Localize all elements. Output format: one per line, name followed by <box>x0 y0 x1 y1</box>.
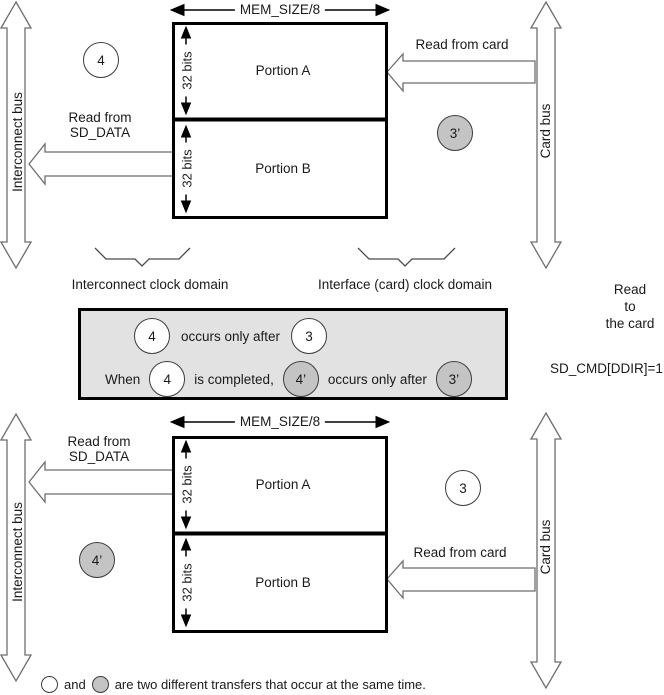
legend: and are two different transfers that occ… <box>41 676 426 693</box>
summary-row1-text: occurs only after <box>181 328 281 344</box>
read-from-card-label-top: Read from card <box>415 37 509 52</box>
transfer-badge-4-top: 4 <box>83 42 119 78</box>
legend-gray-circle-icon <box>91 676 109 693</box>
read-to-card-note-line2: to <box>624 299 636 314</box>
portion-b-label-bottom: Portion B <box>255 575 311 590</box>
card-bus-label-bottom: Card bus <box>538 519 553 575</box>
portion-b-label-top: Portion B <box>255 161 311 176</box>
summary-badge-3-label: 3 <box>305 328 313 344</box>
mem-size-label-top: MEM_SIZE/8 <box>234 2 326 17</box>
read-to-card-note-line3: the card <box>605 316 655 331</box>
brace-interconnect-domain <box>94 247 191 267</box>
read-sd-data-arrow-bottom <box>28 460 175 504</box>
summary-badge-4-label: 4 <box>148 328 156 344</box>
read-sd-data-line2-bottom: SD_DATA <box>68 448 130 464</box>
read-from-card-label-bottom: Read from card <box>413 545 507 560</box>
portion-a-label-bottom: Portion A <box>255 477 311 492</box>
legend-description-text: are two different transfers that occur a… <box>114 677 426 692</box>
card-bus-arrow-bottom <box>529 411 563 690</box>
summary-row2-text: occurs only after <box>327 371 427 387</box>
read-sd-data-line1-bottom: Read from <box>67 434 131 449</box>
mem-size-label-bottom: MEM_SIZE/8 <box>234 414 326 429</box>
summary-badge-4p: 4’ <box>282 361 319 397</box>
transfer-badge-4p-bottom-label: 4’ <box>91 552 103 568</box>
read-sd-data-label-top: Read from SD_DATA <box>68 110 132 140</box>
card-bus-arrow-top <box>529 0 563 270</box>
read-from-card-arrow-top <box>386 52 536 93</box>
summary-badge-4: 4 <box>134 318 170 354</box>
transfer-badge-3p-top: 3’ <box>437 115 473 151</box>
summary-badge-4p-label: 4’ <box>295 371 307 387</box>
read-sd-data-line1-top: Read from <box>68 110 132 125</box>
summary-when-text: When <box>105 371 141 387</box>
interconnect-bus-arrow-bottom <box>0 412 33 683</box>
read-sd-data-line2-top: SD_DATA <box>69 124 131 140</box>
ordering-summary-panel: 4 occurs only after 3 When 4 is complete… <box>78 308 508 400</box>
read-to-card-note-line1: Read <box>613 282 647 297</box>
interface-clock-domain-label: Interface (card) clock domain <box>317 277 493 292</box>
summary-completed-text: is completed, <box>194 371 274 387</box>
summary-row-1: 4 occurs only after 3 <box>134 318 328 354</box>
brace-interface-domain <box>357 247 456 267</box>
read-to-card-note: Read to the card <box>606 281 655 332</box>
legend-white-circle-icon <box>41 676 58 693</box>
portion-a-label-top: Portion A <box>255 63 311 78</box>
legend-and-text: and <box>64 677 86 692</box>
bits-label-top-b: 32 bits <box>179 142 195 195</box>
summary-badge-4b-label: 4 <box>163 371 172 387</box>
summary-badge-3p-label: 3’ <box>448 371 460 387</box>
interconnect-bus-label-bottom: Interconnect bus <box>10 502 25 602</box>
transfer-badge-3-bottom: 3 <box>445 470 481 506</box>
summary-badge-3: 3 <box>291 318 328 354</box>
bits-label-bottom-a: 32 bits <box>179 458 195 511</box>
transfer-badge-3p-top-label: 3’ <box>449 125 461 141</box>
transfer-badge-4p-bottom: 4’ <box>79 542 115 578</box>
interconnect-bus-label-top: Interconnect bus <box>10 92 25 192</box>
bits-label-top-a: 32 bits <box>179 44 195 97</box>
interconnect-clock-domain-label: Interconnect clock domain <box>71 277 229 292</box>
bits-label-bottom-b: 32 bits <box>179 556 195 609</box>
read-from-card-arrow-bottom <box>386 559 536 600</box>
card-bus-label-top: Card bus <box>538 103 553 159</box>
summary-badge-3p: 3’ <box>435 361 472 397</box>
read-sd-data-label-bottom: Read from SD_DATA <box>67 434 131 464</box>
summary-badge-4b: 4 <box>149 361 186 397</box>
read-sd-data-arrow-top <box>28 142 175 186</box>
transfer-badge-3-bottom-label: 3 <box>459 480 467 496</box>
sd-cmd-ddir-register-label: SD_CMD[DDIR]=1 <box>550 361 663 376</box>
transfer-badge-4-top-label: 4 <box>97 52 105 68</box>
interconnect-bus-arrow-top <box>0 0 33 270</box>
summary-row-2: When 4 is completed, 4’ occurs only afte… <box>105 361 472 397</box>
